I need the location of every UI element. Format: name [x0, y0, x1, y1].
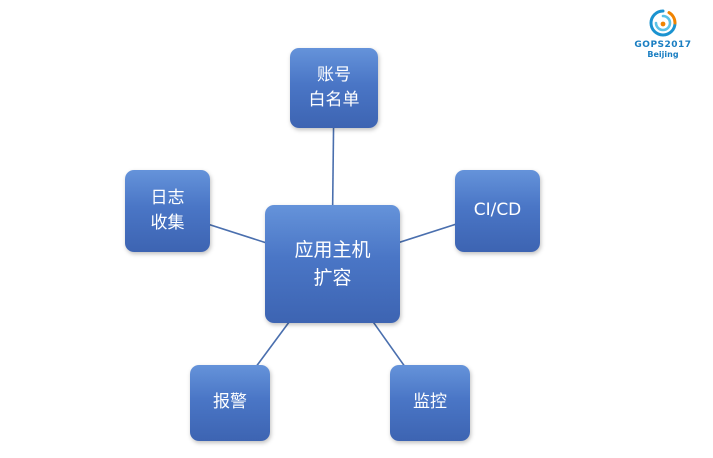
node-alerting: 报警 — [190, 365, 270, 441]
logo-title: GOPS2017 — [634, 40, 692, 50]
node-app-host-scaling: 应用主机 扩容 — [265, 205, 400, 323]
node-monitoring: 监控 — [390, 365, 470, 441]
node-log-collection: 日志 收集 — [125, 170, 210, 252]
gops-logo: GOPS2017 Beijing — [631, 8, 695, 59]
logo-subtitle: Beijing — [647, 50, 679, 59]
gops-logo-icon — [649, 9, 677, 37]
node-account-whitelist: 账号 白名单 — [290, 48, 378, 128]
node-cicd: CI/CD — [455, 170, 540, 252]
